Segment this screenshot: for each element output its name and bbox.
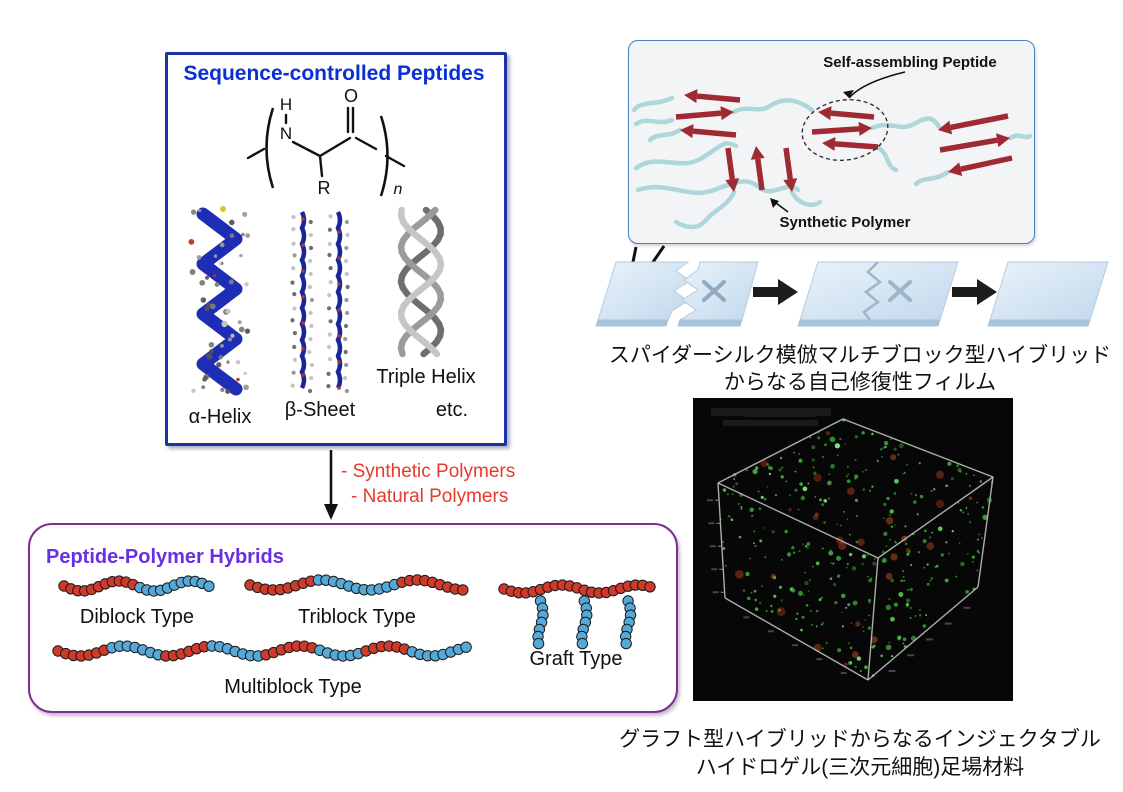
self-assembling-peptide-label: Self-assembling Peptide xyxy=(823,54,997,71)
triple-helix-model xyxy=(397,206,445,358)
synthetic-polymer-label: Synthetic Polymer xyxy=(779,214,911,231)
alpha-helix-model xyxy=(188,206,251,396)
healing-film-caption-line1: スパイダーシルク模倣マルチブロック型ハイブリッド xyxy=(608,344,1112,367)
beta-sheet-model xyxy=(290,210,350,394)
confocal-3d-cell-image xyxy=(693,398,1013,701)
added-polymers-list: - Synthetic Polymers - Natural Polymers xyxy=(341,459,515,509)
healing-film-caption-line2: からなる自己修復性フィルム xyxy=(723,371,997,394)
alpha-helix-label: α-Helix xyxy=(188,406,252,428)
diblock-type-label: Diblock Type xyxy=(79,606,195,628)
peptide-polymer-hybrids-panel xyxy=(28,523,678,713)
svg-text:n: n xyxy=(394,181,403,198)
healing-film-caption: スパイダーシルク模倣マルチブロック型ハイブリッド からなる自己修復性フィルム xyxy=(600,342,1120,396)
hybrid-chain-diagrams xyxy=(52,574,656,662)
hydrogel-caption-line1: グラフト型ハイブリッドからなるインジェクタブル xyxy=(619,728,1101,751)
svg-text:R: R xyxy=(318,178,331,198)
triple-helix-label: Triple Helix xyxy=(376,366,476,388)
self-healing-film-sequence xyxy=(595,245,1109,327)
svg-text:H: H xyxy=(280,95,292,114)
synthetic-polymers-item: - Synthetic Polymers xyxy=(341,461,516,482)
etc-label: etc. xyxy=(435,399,469,421)
graft-type-label: Graft Type xyxy=(529,648,623,670)
down-arrow xyxy=(324,450,338,520)
hybrids-panel-title: Peptide-Polymer Hybrids xyxy=(46,546,284,568)
hydrogel-caption-line2: ハイドロゲル(三次元細胞)足場材料 xyxy=(695,756,1025,779)
natural-polymers-item: - Natural Polymers xyxy=(351,486,509,507)
hydrogel-caption: グラフト型ハイブリッドからなるインジェクタブル ハイドロゲル(三次元細胞)足場材… xyxy=(600,726,1120,782)
self-assembly-diagram xyxy=(631,71,1033,230)
svg-text:O: O xyxy=(344,86,358,106)
svg-text:N: N xyxy=(280,124,292,143)
multiblock-type-label: Multiblock Type xyxy=(224,676,362,698)
peptides-panel-title: Sequence-controlled Peptides xyxy=(183,62,485,85)
beta-sheet-label: β-Sheet xyxy=(284,399,356,421)
triblock-type-label: Triblock Type xyxy=(298,606,416,628)
